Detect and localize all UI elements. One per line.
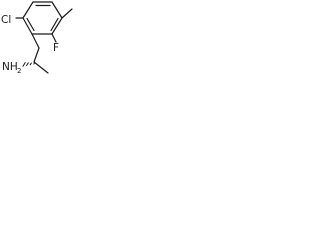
hash-line-3 <box>26 62 29 66</box>
fluorine-bond <box>51 33 57 43</box>
ring-bond-top-right <box>51 1 63 19</box>
terminal-bond <box>33 61 49 74</box>
ring-bond-top-left <box>22 1 34 19</box>
side-chain-bond <box>31 33 40 49</box>
stereo-hash-bond <box>22 62 35 67</box>
amine-label: NH <box>2 61 18 73</box>
molecule-structure: Cl F NH 2 <box>1 1 73 75</box>
benzene-ring <box>22 1 63 35</box>
hash-line-2 <box>29 62 32 66</box>
hash-line-1 <box>33 62 35 65</box>
ring-double-bond-right <box>50 17 59 32</box>
hash-line-4 <box>22 62 26 67</box>
ring-bond-bottom-left <box>22 17 33 35</box>
ethyl-bond <box>33 47 40 63</box>
chlorine-label: Cl <box>1 14 11 26</box>
methyl-bond <box>61 8 73 19</box>
structure-canvas: Cl F NH 2 <box>0 0 87 81</box>
amine-subscript: 2 <box>17 67 21 75</box>
ring-double-bond-left <box>26 17 35 32</box>
fluorine-label: F <box>53 42 59 54</box>
ring-bond-bottom-right <box>51 17 63 35</box>
